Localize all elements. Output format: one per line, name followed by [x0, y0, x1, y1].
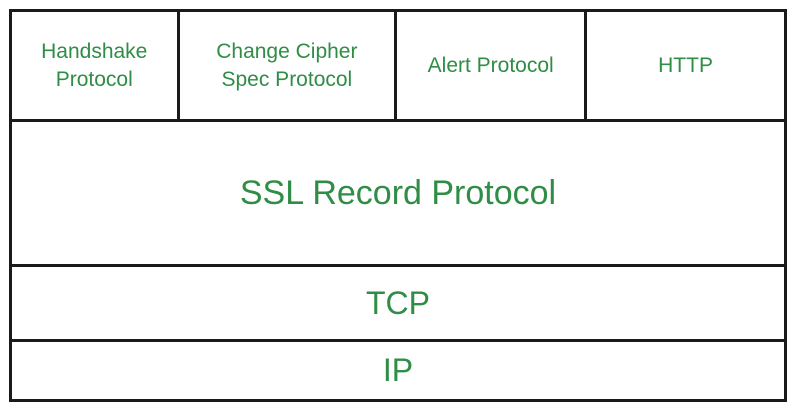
handshake-protocol-label: Handshake Protocol [41, 40, 148, 91]
tcp-layer: TCP [12, 267, 784, 342]
change-cipher-spec-protocol-box: Change Cipher Spec Protocol [180, 12, 398, 119]
upper-protocols-row: Handshake Protocol Change Cipher Spec Pr… [12, 12, 784, 122]
ip-label: IP [382, 352, 414, 388]
alert-protocol-label: Alert Protocol [427, 53, 554, 77]
handshake-protocol-box: Handshake Protocol [12, 12, 180, 119]
alert-protocol-box: Alert Protocol [397, 12, 588, 119]
ip-layer: IP [12, 342, 784, 399]
ssl-record-protocol-label: SSL Record Protocol [239, 173, 557, 212]
protocol-stack: Handshake Protocol Change Cipher Spec Pr… [9, 9, 787, 402]
http-label: HTTP [658, 53, 713, 77]
http-box: HTTP [587, 12, 784, 119]
change-cipher-spec-protocol-label: Change Cipher Spec Protocol [216, 40, 358, 91]
ssl-record-protocol-layer: SSL Record Protocol [12, 122, 784, 267]
tcp-label: TCP [366, 284, 430, 321]
